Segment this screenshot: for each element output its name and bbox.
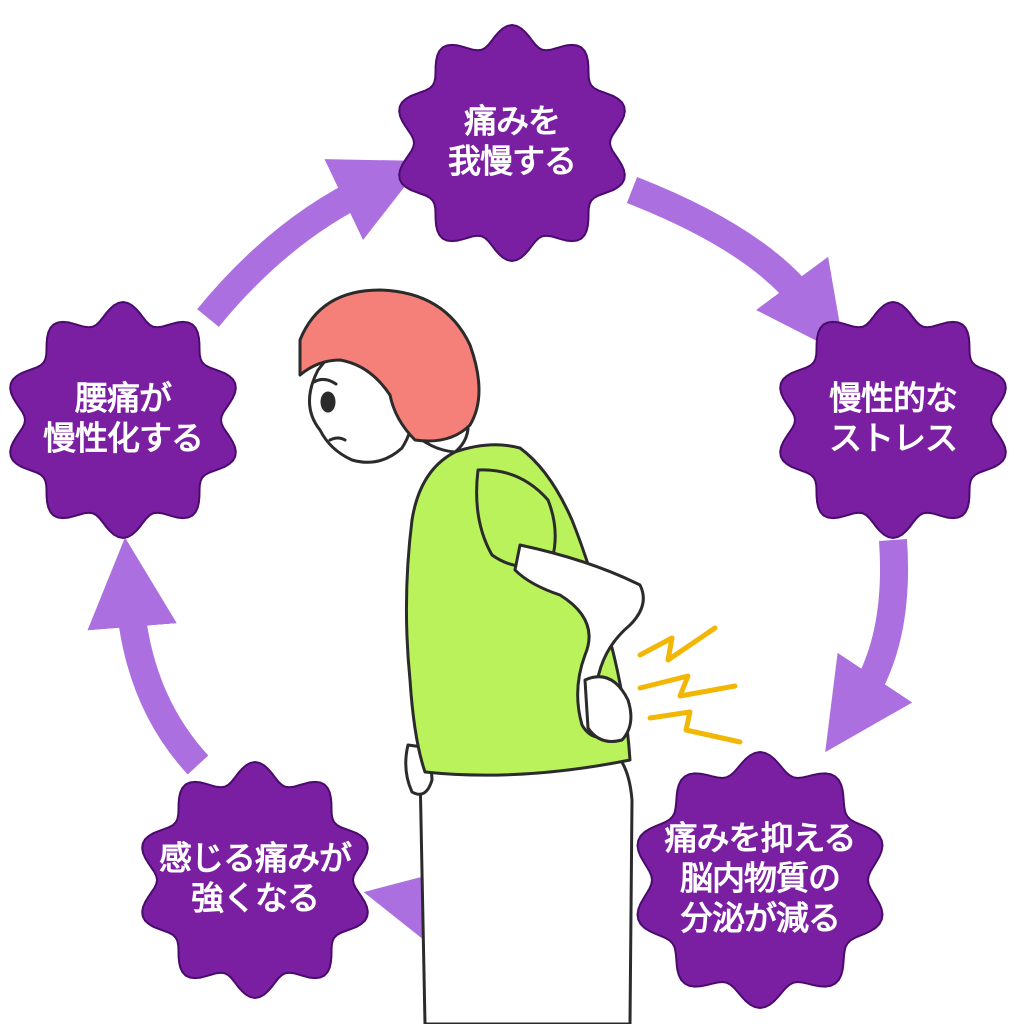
shirt-icon xyxy=(404,443,632,777)
cycle-node-label: 痛みを xyxy=(464,102,560,141)
cycle-node-shape xyxy=(636,750,884,1010)
cycle-node-label: 感じる痛みが xyxy=(159,839,352,878)
cycle-node-shape xyxy=(9,300,237,540)
eyebrow-icon xyxy=(312,377,338,386)
cycle-node-label: 慢性的な xyxy=(829,379,957,418)
hair-icon xyxy=(298,288,481,443)
woman-holding-lower-back-icon xyxy=(298,288,645,1024)
cycle-node-label: 腰痛が xyxy=(75,379,172,418)
cycle-node-label: 強くなる xyxy=(191,879,319,918)
eye-icon xyxy=(320,391,336,413)
cycle-node-shape xyxy=(779,300,1007,540)
cycle-node-label: 慢性化する xyxy=(43,419,203,458)
cycle-node-label: 分泌が減る xyxy=(680,899,840,938)
cycle-node-label: 脳内物質の xyxy=(680,859,840,898)
arrow-left-to-top xyxy=(197,159,425,327)
arrow-top-to-right xyxy=(626,176,846,356)
pain-spark-icon xyxy=(637,625,743,745)
pants-icon xyxy=(418,743,634,1024)
arrow-right-to-bottom-right xyxy=(825,539,913,753)
mouth-icon xyxy=(328,436,347,442)
cycle-node-label: ストレス xyxy=(829,419,957,458)
cycle-node-shape xyxy=(398,23,626,263)
cycle-nodes: 痛みを我慢する慢性的なストレス痛みを抑える脳内物質の分泌が減る感じる痛みが強くな… xyxy=(9,23,1007,1010)
cycle-node-label: 我慢する xyxy=(448,142,576,181)
cycle-node-shape xyxy=(141,760,369,1000)
hand-icon xyxy=(583,675,633,743)
cycle-node-label: 痛みを抑える xyxy=(664,819,855,858)
arrow-bottom-left-to-left xyxy=(87,537,209,775)
